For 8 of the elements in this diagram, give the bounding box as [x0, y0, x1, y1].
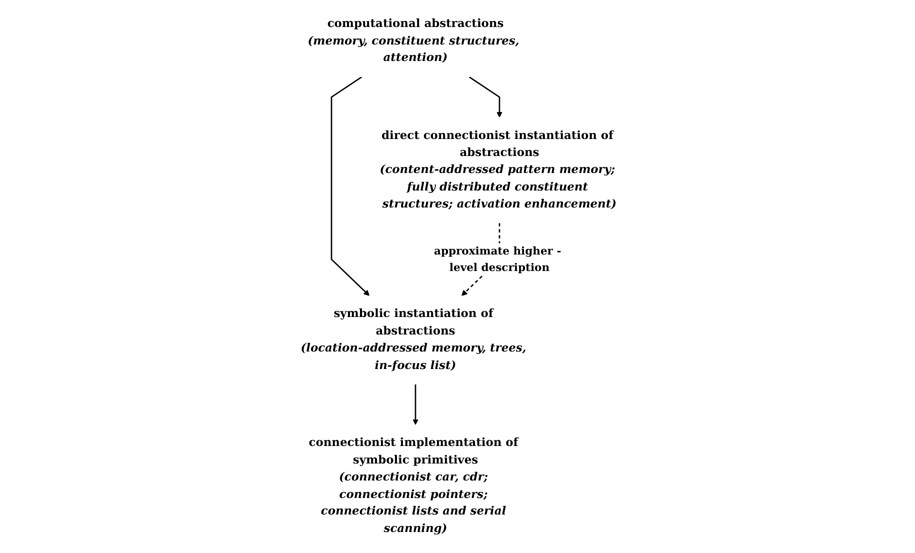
node-text: connectionist implementation of symbolic primitives (connectionist car, cdr; connectionist pointers; connectionist lists and serial scanning) [308, 436, 518, 536]
node-text: computational abstractions (memory, constituent structures, attention) [308, 16, 520, 65]
node-text: direct connectionist instantiation of abstractions (content-addressed pattern memory; fully distributed constituent structures; activation enhancement) [380, 128, 617, 211]
arrow [468, 76, 502, 118]
node-text: symbolic instantiation of abstractions (location-addressed memory, trees, in-focus list) [300, 307, 526, 372]
arrow [330, 76, 370, 296]
edge-label: approximate higher - level description [434, 244, 562, 274]
arrow [412, 384, 418, 425]
